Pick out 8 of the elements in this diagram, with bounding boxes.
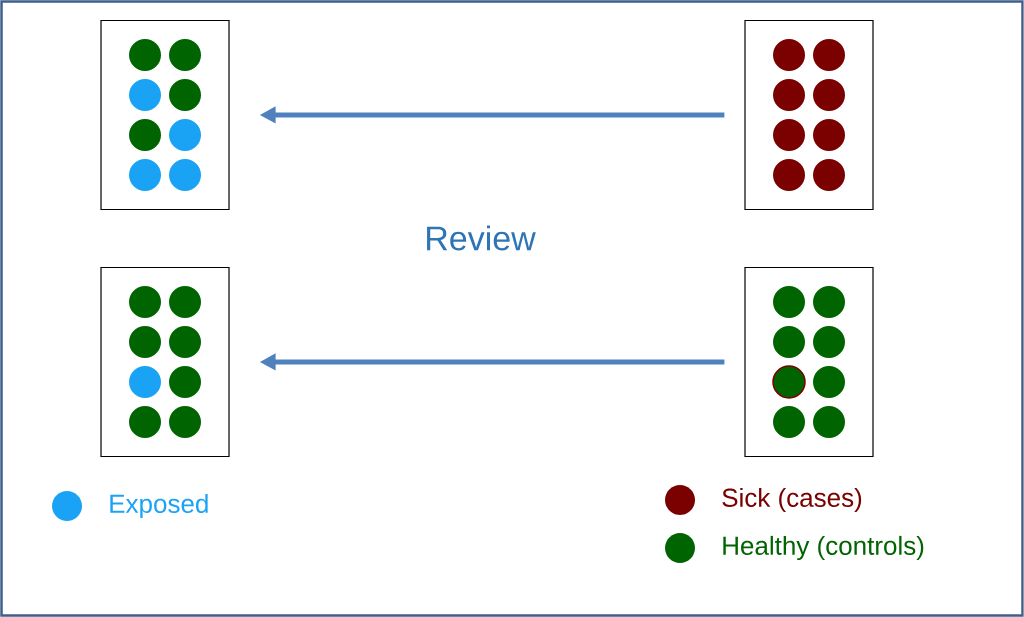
legend-label: Healthy (controls) bbox=[723, 535, 924, 561]
heading-label: Review bbox=[427, 225, 536, 251]
legend-label: Exposed bbox=[110, 493, 208, 519]
dot-grid-box bbox=[100, 266, 230, 458]
dot-grid-box bbox=[100, 19, 230, 211]
dot-grid-box bbox=[744, 266, 874, 458]
dot-grid-box bbox=[744, 19, 874, 211]
legend-label: Sick (cases) bbox=[722, 487, 862, 513]
